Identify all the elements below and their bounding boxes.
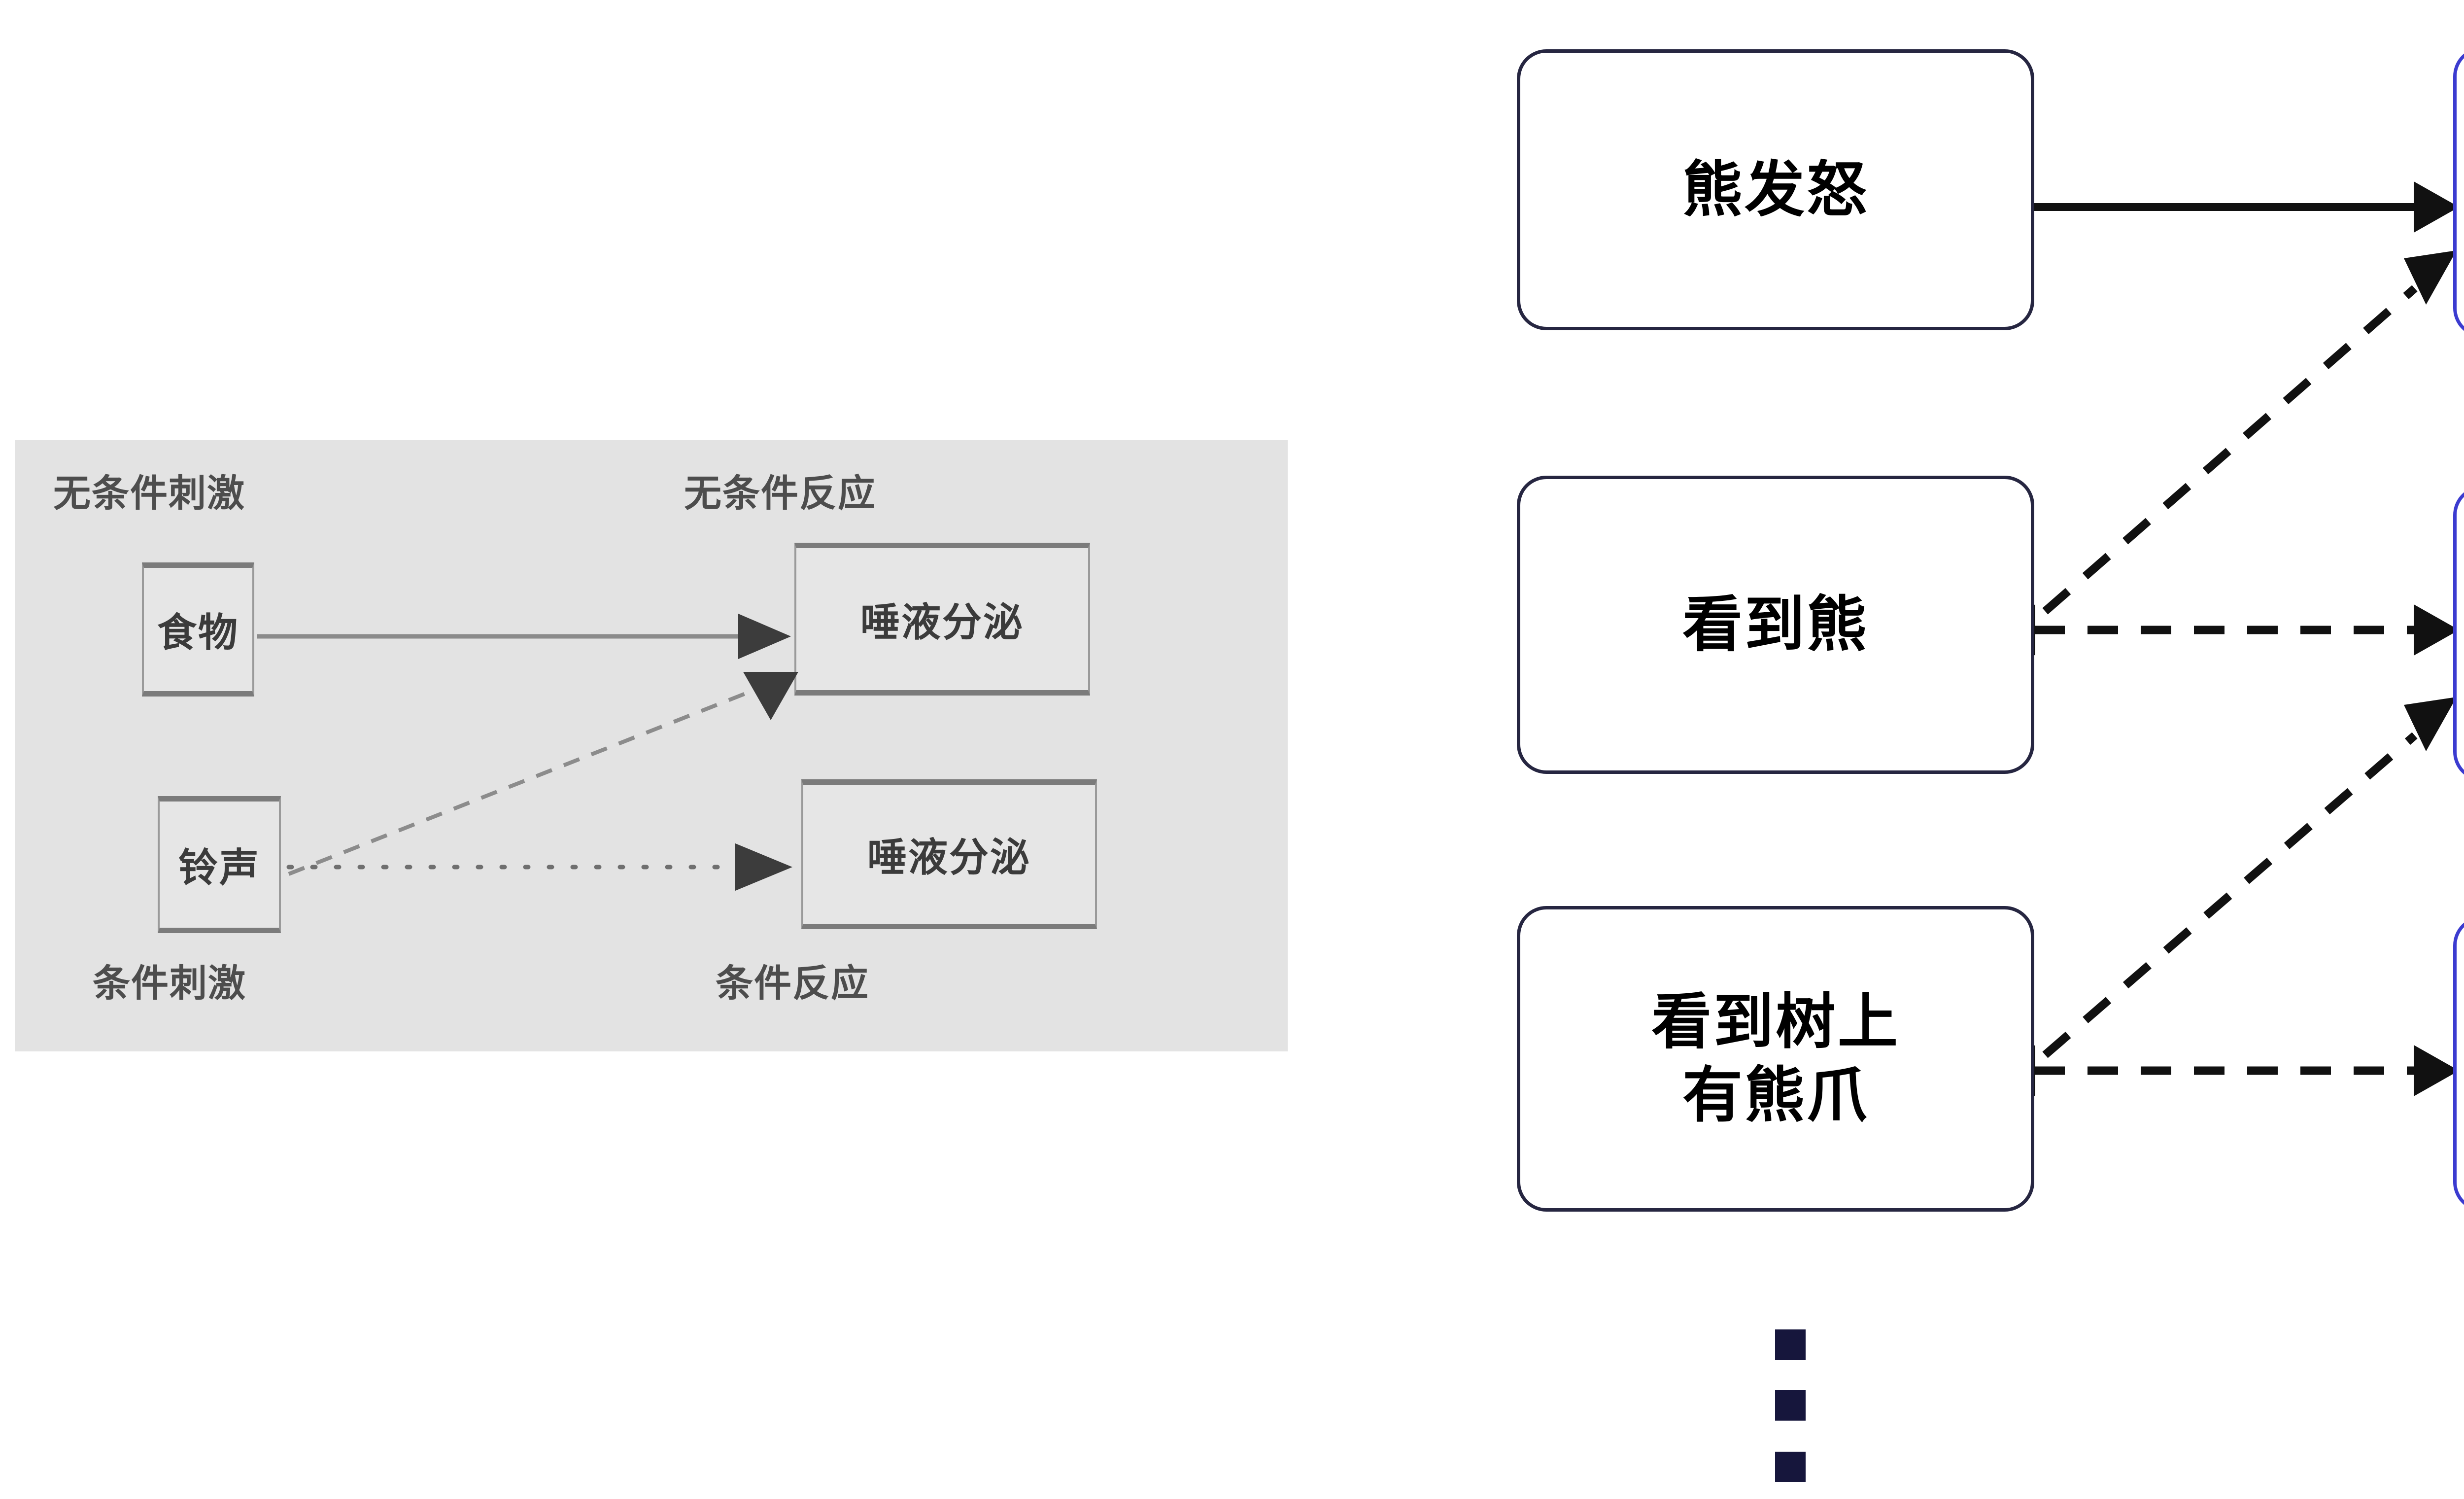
- arrow-see-claw-to-v-s-prime-head: [2404, 697, 2457, 751]
- arrow-see-bear-to-v-s-prime-head-right: [2414, 604, 2459, 656]
- node-see-claw[interactable]: 看到树上 有熊爪: [1517, 906, 2034, 1212]
- label-unconditioned-stimulus: 无条件刺激: [53, 471, 245, 515]
- arrow-see-bear-to-reward-head: [2404, 250, 2457, 305]
- box-salivation-unconditioned: 唾液分泌: [794, 543, 1090, 696]
- box-food: 食物: [142, 562, 254, 697]
- label-unconditioned-response: 无条件反应: [684, 471, 876, 515]
- arrow-bell-to-salivation-cond-head: [735, 843, 792, 891]
- arrow-bear-angry-to-reward-head: [2414, 181, 2459, 233]
- left-ellipsis-square-2: [1775, 1390, 1806, 1421]
- classical-conditioning-panel: 无条件刺激 无条件反应 条件刺激 条件反应 食物 铃声 唾液分泌 唾液分泌: [15, 440, 1288, 1051]
- arrow-bell-to-salivation-uncond-head: [743, 672, 798, 720]
- label-conditioned-stimulus: 条件刺激: [93, 961, 246, 1005]
- box-bell-label: 铃声: [178, 845, 260, 891]
- node-bear-angry[interactable]: 熊发怒: [1517, 49, 2034, 330]
- box-salivation-conditioned: 唾液分泌: [801, 779, 1097, 929]
- label-conditioned-response: 条件反应: [716, 961, 869, 1005]
- box-salivation-unconditioned-label: 唾液分泌: [860, 599, 1024, 645]
- node-see-claw-label: 看到树上 有熊爪: [1651, 987, 1900, 1130]
- pavlov-arrows: [257, 614, 798, 891]
- node-bear-angry-label: 熊发怒: [1682, 154, 1869, 225]
- box-salivation-conditioned-label: 唾液分泌: [867, 835, 1031, 880]
- node-v-s[interactable]: V(s): [2453, 916, 2464, 1212]
- arrow-food-to-salivation-head: [738, 614, 791, 659]
- node-reward[interactable]: 奖励: [2453, 47, 2464, 338]
- arrow-see-bear-to-reward-line: [2042, 285, 2418, 615]
- node-see-bear[interactable]: 看到熊: [1517, 476, 2034, 774]
- box-bell: 铃声: [158, 796, 281, 933]
- left-ellipsis-square-1: [1775, 1329, 1806, 1360]
- arrow-see-claw-to-v-s-prime-line: [2042, 732, 2418, 1058]
- arrow-see-claw-to-v-s-head-right: [2414, 1045, 2459, 1096]
- arrow-bell-to-salivation-uncond-line: [288, 685, 764, 876]
- box-food-label: 食物: [157, 610, 239, 656]
- node-v-s-prime[interactable]: V(s′): [2453, 486, 2464, 781]
- left-ellipsis-square-3: [1775, 1452, 1806, 1482]
- node-see-bear-label: 看到熊: [1682, 590, 1869, 660]
